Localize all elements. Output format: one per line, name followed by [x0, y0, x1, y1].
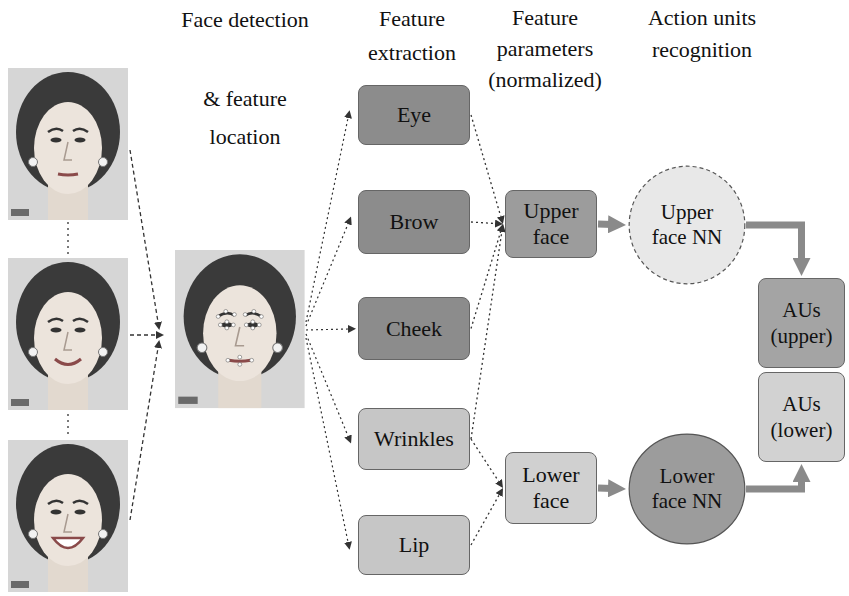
- feature-arrow: [471, 115, 501, 216]
- node-text: Lip: [399, 532, 430, 558]
- network-ellipse: Upper face NN: [628, 165, 746, 285]
- column-header: Face detection: [170, 2, 320, 38]
- face-photo-smile: [8, 258, 128, 410]
- feature-arrow: [471, 232, 502, 439]
- node-text: Lower face: [506, 462, 596, 514]
- face-photo-big-smile: [8, 440, 128, 592]
- feature-arrow: [471, 495, 499, 545]
- flow-arrow: [598, 485, 612, 493]
- node-text: Brow: [390, 209, 439, 235]
- feature-box: Lip: [358, 515, 470, 575]
- flow-arrow: [598, 221, 612, 229]
- node-text: Upper face NN: [651, 200, 723, 250]
- network-ellipse: Lower face NN: [628, 433, 746, 545]
- node-text: AUs (lower): [759, 391, 844, 443]
- feature-box: Upper face: [505, 190, 597, 258]
- flow-arrow: [746, 225, 802, 262]
- node-text: AUs (upper): [759, 297, 844, 349]
- feature-box: AUs (lower): [758, 372, 845, 462]
- node-text: Upper face: [506, 198, 596, 250]
- column-header: & feature location: [180, 80, 310, 156]
- feature-box: Brow: [358, 190, 470, 254]
- feature-box: Wrinkles: [358, 408, 470, 470]
- node-text: Eye: [397, 102, 431, 128]
- photo-to-detection-arrows: [130, 150, 158, 520]
- feature-arrow: [471, 439, 499, 481]
- detection-to-feature-arrows: [306, 118, 348, 542]
- node-text: Lower face NN: [651, 464, 723, 514]
- column-header: Feature extraction: [350, 2, 475, 70]
- face-photo-tracked: [175, 250, 305, 408]
- node-text: Cheek: [386, 316, 442, 342]
- face-photo-neutral: [8, 68, 128, 220]
- node-text: Wrinkles: [374, 426, 454, 452]
- column-header: Feature parameters (normalized): [481, 2, 609, 95]
- feature-arrow: [471, 222, 495, 224]
- photo-sequence-dots: [67, 222, 68, 438]
- feature-box: Lower face: [505, 452, 597, 524]
- feature-arrow: [471, 232, 501, 329]
- flow-arrow: [746, 478, 802, 489]
- column-header: Action units recognition: [627, 2, 777, 66]
- feature-box: AUs (upper): [758, 278, 845, 368]
- feature-box: Eye: [358, 85, 470, 145]
- feature-box: Cheek: [358, 297, 470, 360]
